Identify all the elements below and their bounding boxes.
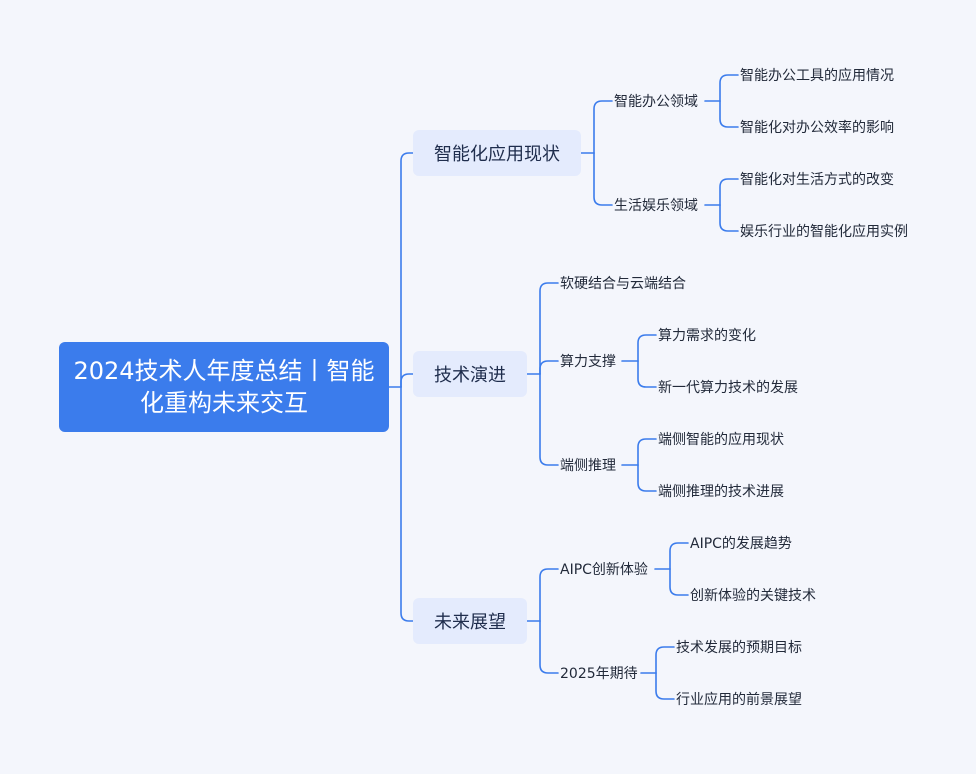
leaf-entertainment-cases[interactable]: 娱乐行业的智能化应用实例 <box>740 224 908 240</box>
root-branches-link-2 <box>400 386 414 622</box>
future-topics-link-0 <box>539 568 559 622</box>
topic-aipc-experience[interactable]: AIPC创新体验 <box>560 562 648 578</box>
leaf-next-gen-compute[interactable]: 新一代算力技术的发展 <box>658 380 798 396</box>
compute-leaves-link-0 <box>637 334 657 362</box>
root-topic[interactable]: 2024技术人年度总结丨智能化重构未来交互 <box>59 342 389 432</box>
topic-edge-inference[interactable]: 端侧推理 <box>560 458 616 474</box>
leaf-edge-progress[interactable]: 端侧推理的技术进展 <box>658 484 784 500</box>
topic-2025-expectations[interactable]: 2025年期待 <box>560 666 638 682</box>
tech-topics-link-2 <box>539 373 559 466</box>
root-branches-link-0 <box>400 152 414 388</box>
leaf-office-efficiency[interactable]: 智能化对办公效率的影响 <box>740 120 894 136</box>
tech-topics-link-1 <box>539 360 559 375</box>
expect-leaves-link-1 <box>655 672 675 700</box>
branch-future-outlook[interactable]: 未来展望 <box>413 598 527 644</box>
life-leaves-link-0 <box>719 178 739 206</box>
leaf-edge-status[interactable]: 端侧智能的应用现状 <box>658 432 784 448</box>
leaf-compute-demand[interactable]: 算力需求的变化 <box>658 328 756 344</box>
leaf-industry-prospects[interactable]: 行业应用的前景展望 <box>676 692 802 708</box>
aipc-leaves-link-1 <box>669 568 689 596</box>
office-leaves-link-1 <box>719 100 739 128</box>
aipc-leaves-link-0 <box>669 542 689 570</box>
future-topics-link-1 <box>539 620 559 674</box>
root-branches-link-1 <box>400 373 414 388</box>
life-leaves-link-1 <box>719 204 739 232</box>
leaf-lifestyle-change[interactable]: 智能化对生活方式的改变 <box>740 172 894 188</box>
leaf-aipc-trend[interactable]: AIPC的发展趋势 <box>690 536 792 552</box>
edge-leaves-link-1 <box>637 464 657 492</box>
branch-tech-evolution[interactable]: 技术演进 <box>413 351 527 397</box>
leaf-office-tools[interactable]: 智能办公工具的应用情况 <box>740 68 894 84</box>
topic-compute-support[interactable]: 算力支撑 <box>560 354 616 370</box>
branch-smart-application[interactable]: 智能化应用现状 <box>413 130 581 176</box>
tech-topics-link-0 <box>539 282 559 375</box>
leaf-tech-goals[interactable]: 技术发展的预期目标 <box>676 640 802 656</box>
leaf-key-tech[interactable]: 创新体验的关键技术 <box>690 588 816 604</box>
edge-leaves-link-0 <box>637 438 657 466</box>
topic-smart-office[interactable]: 智能办公领域 <box>614 94 698 110</box>
office-leaves-link-0 <box>719 74 739 102</box>
smart-app-topics-link-1 <box>593 152 613 206</box>
topic-hw-sw-cloud[interactable]: 软硬结合与云端结合 <box>560 276 686 292</box>
compute-leaves-link-1 <box>637 360 657 388</box>
topic-life-entertainment[interactable]: 生活娱乐领域 <box>614 198 698 214</box>
smart-app-topics-link-0 <box>593 100 613 154</box>
expect-leaves-link-0 <box>655 646 675 674</box>
